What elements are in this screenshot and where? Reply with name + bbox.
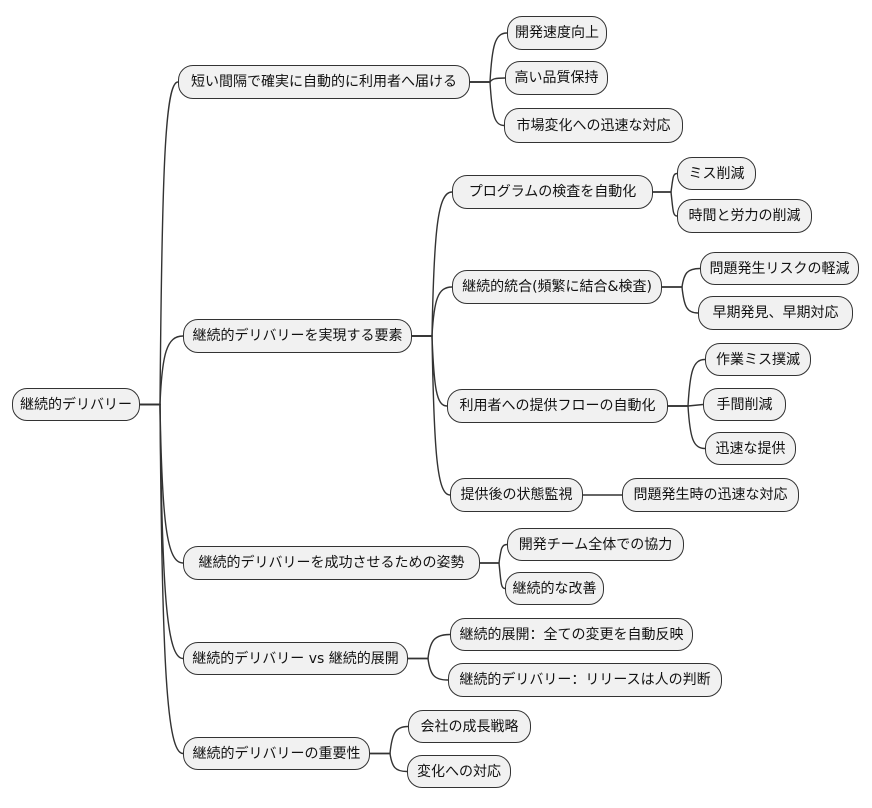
- edge-flow-auto-work-miss: [668, 358, 706, 407]
- edge-importance-growth: [370, 725, 409, 755]
- mindmap-node-ci: 継続的統合(頻繁に結合&検査): [452, 270, 662, 304]
- edge-root-importance: [140, 403, 184, 755]
- mindmap-node-rapid-response: 問題発生時の迅速な対応: [622, 478, 799, 512]
- mindmap-node-rapid: 迅速な提供: [705, 432, 796, 465]
- mindmap-node-cd-deploy: 継続的展開：全ての変更を自動反映: [450, 618, 693, 651]
- edge-root-elements: [140, 335, 184, 406]
- edge-ci-risk-reduce: [662, 267, 701, 288]
- mindmap-node-time-effort: 時間と労力の削減: [677, 199, 812, 233]
- mindmap-node-change: 変化への対応: [407, 755, 511, 788]
- mindmap-node-team: 開発チーム全体での協力: [507, 528, 684, 561]
- edge-elements-monitoring: [412, 335, 451, 496]
- edge-attitude-improve: [480, 562, 506, 590]
- mindmap-node-flow-auto: 利用者への提供フローの自動化: [447, 389, 668, 423]
- mindmap-node-growth: 会社の成長戦略: [408, 710, 531, 743]
- mindmap-node-early: 早期発見、早期対応: [698, 296, 853, 330]
- mindmap-node-quality: 高い品質保持: [505, 61, 608, 95]
- mindmap-node-importance: 継続的デリバリーの重要性: [183, 737, 370, 770]
- edge-auto-test-time-effort: [653, 191, 678, 217]
- mindmap-node-monitoring: 提供後の状態監視: [450, 478, 583, 512]
- mindmap-node-miss-reduce: ミス削減: [677, 157, 756, 190]
- edge-elements-flow-auto: [412, 335, 448, 407]
- edge-importance-change: [370, 752, 408, 773]
- mindmap-node-cd-delivery: 継続的デリバリー：リリースは人の判断: [448, 663, 722, 697]
- edge-attitude-team: [480, 543, 508, 564]
- edge-elements-auto-test: [412, 191, 453, 337]
- mindmap-node-market: 市場変化への迅速な対応: [504, 108, 683, 143]
- edge-vs-cd-delivery: [408, 657, 449, 681]
- mindmap-node-dev-speed: 開発速度向上: [507, 16, 607, 50]
- edge-vs-cd-deploy: [408, 633, 451, 660]
- edge-ci-early: [662, 286, 699, 314]
- edge-auto-test-miss-reduce: [653, 172, 678, 193]
- mindmap-node-vs: 継続的デリバリー vs 継続的展開: [183, 642, 408, 675]
- edge-root-deliver: [140, 81, 179, 406]
- mindmap-node-auto-test: プログラムの検査を自動化: [452, 175, 653, 209]
- edge-deliver-dev-speed: [470, 32, 508, 83]
- mindmap-node-attitude: 継続的デリバリーを成功させるための姿勢: [183, 546, 480, 580]
- mindmap-node-risk-reduce: 問題発生リスクの軽減: [700, 252, 859, 285]
- edge-deliver-market: [470, 81, 505, 127]
- mindmap-node-improve: 継続的な改善: [505, 572, 604, 605]
- mindmap-node-root: 継続的デリバリー: [12, 388, 140, 421]
- mindmap-node-effort-reduce: 手間削減: [703, 388, 786, 421]
- mindmap-node-elements: 継続的デリバリーを実現する要素: [183, 319, 412, 353]
- mindmap-node-work-miss: 作業ミス撲滅: [705, 343, 811, 376]
- mindmap-node-deliver: 短い間隔で確実に自動的に利用者へ届ける: [178, 65, 470, 99]
- edge-flow-auto-rapid: [668, 405, 706, 450]
